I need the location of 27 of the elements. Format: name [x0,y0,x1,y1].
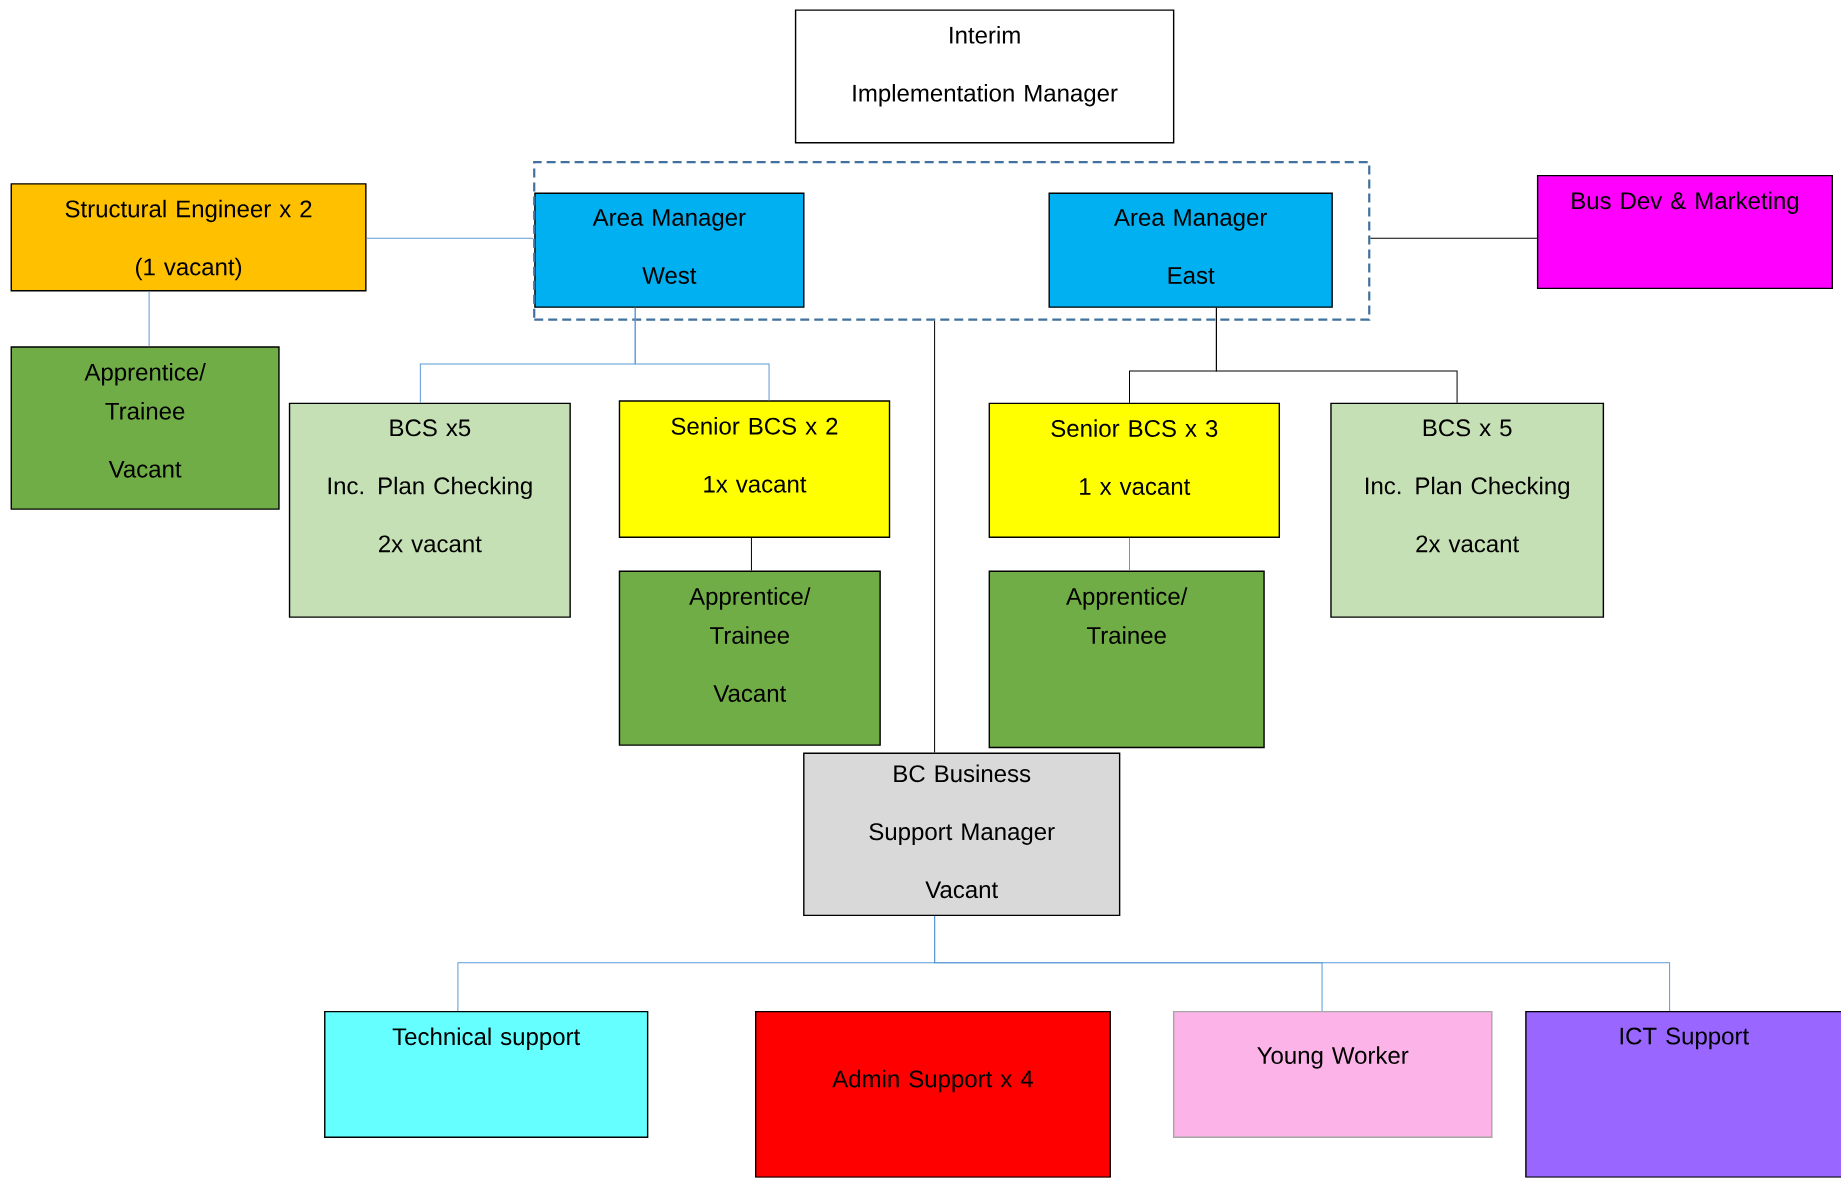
connector-line [750,537,752,572]
org-box: Admin Support x 4 [754,1011,1111,1178]
connector-line [934,320,936,754]
connector-line [934,915,1671,1012]
connector-line [1129,537,1130,572]
org-box: Senior BCS x 2 1x vacant [618,400,891,539]
org-box: Interim Implementation Manager [794,9,1175,144]
org-box: BCS x5 Inc. Plan Checking 2x vacant [288,402,571,618]
org-box: Young Worker [1172,1011,1493,1139]
org-box: BC Business Support Manager Vacant [803,752,1121,917]
connector-line [148,291,150,348]
org-box: Bus Dev & Marketing [1536,175,1833,290]
connector-line [1215,307,1458,404]
connector-line [1369,238,1538,240]
org-box: Area Manager East [1048,192,1333,309]
org-box: BCS x 5 Inc. Plan Checking 2x vacant [1330,402,1605,618]
connector-line [634,307,770,402]
org-box: Apprentice/ Trainee Vacant [618,570,881,746]
dashed-group-box [533,161,1371,321]
org-box: Area Manager West [534,192,805,309]
connector-line [366,238,534,240]
org-box: ICT Support [1525,1011,1841,1178]
org-box: Structural Engineer x 2 (1 vacant) [10,183,367,292]
org-box: Technical support [324,1011,649,1139]
org-box: Apprentice/ Trainee [988,570,1265,749]
org-box: Apprentice/ Trainee Vacant [10,346,280,510]
org-box: Senior BCS x 3 1 x vacant [988,402,1280,539]
